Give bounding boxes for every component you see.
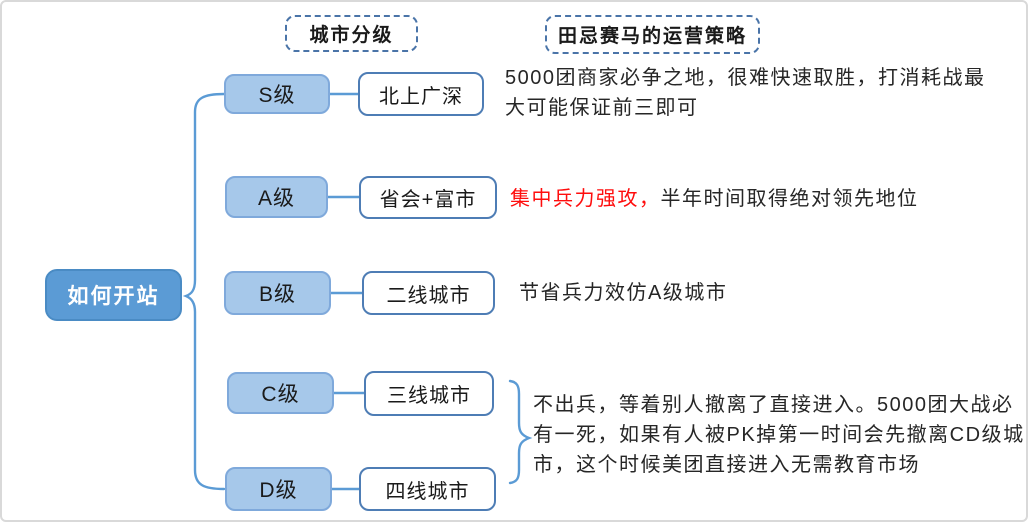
cd-brace: [508, 379, 533, 485]
tier-box-b-label: B级: [258, 283, 296, 306]
tier-box-c[interactable]: C级: [227, 372, 334, 414]
header-city-tiers[interactable]: 城市分级: [285, 15, 418, 52]
desc-cd-line2: 有一死，如果有人被PK掉第一时间会先撤离CD级城: [533, 424, 1025, 446]
root-node-label: 如何开站: [67, 285, 160, 308]
spine-line: [182, 92, 226, 491]
header-strategy[interactable]: 田忌赛马的运营策略: [545, 15, 760, 54]
city-box-s[interactable]: 北上广深: [358, 72, 484, 116]
city-box-b[interactable]: 二线城市: [362, 271, 495, 315]
city-box-a-label: 省会+富市: [379, 189, 477, 211]
desc-s-line2: 大可能保证前三即可: [505, 97, 699, 119]
city-box-s-label: 北上广深: [379, 85, 463, 108]
header-strategy-label: 田忌赛马的运营策略: [557, 26, 747, 47]
desc-cd-summary: 不出兵，等着别人撤离了直接进入。5000团大战必 有一死，如果有人被PK掉第一时…: [533, 390, 1025, 480]
desc-s: 5000团商家必争之地，很难快速取胜，打消耗战最 大可能保证前三即可: [505, 63, 986, 123]
desc-s-line1: 5000团商家必争之地，很难快速取胜，打消耗战最: [505, 67, 986, 89]
city-box-d[interactable]: 四线城市: [359, 467, 496, 511]
tier-box-d[interactable]: D级: [225, 467, 332, 511]
tier-box-d-label: D级: [259, 479, 298, 502]
tier-box-c-label: C级: [261, 383, 300, 406]
tier-box-s-label: S级: [258, 84, 296, 107]
desc-b: 节省兵力效仿A级城市: [519, 278, 727, 308]
city-box-c[interactable]: 三线城市: [364, 371, 494, 416]
desc-cd-line3: 市，这个时候美团直接进入无需教育市场: [533, 454, 920, 476]
desc-cd-line1: 不出兵，等着别人撤离了直接进入。5000团大战必: [533, 394, 1014, 416]
tier-box-a[interactable]: A级: [225, 176, 328, 218]
desc-a: 集中兵力强攻，半年时间取得绝对领先地位: [510, 184, 919, 214]
city-box-a[interactable]: 省会+富市: [359, 176, 497, 219]
header-city-tiers-label: 城市分级: [309, 25, 394, 46]
city-box-d-label: 四线城市: [385, 480, 470, 503]
tier-box-a-label: A级: [257, 187, 295, 210]
tier-box-b[interactable]: B级: [224, 271, 331, 315]
root-node[interactable]: 如何开站: [45, 269, 182, 321]
city-box-b-label: 二线城市: [386, 284, 471, 307]
desc-a-rest-text: 半年时间取得绝对领先地位: [660, 188, 919, 210]
city-box-c-label: 三线城市: [387, 385, 471, 407]
tier-box-s[interactable]: S级: [224, 74, 330, 114]
desc-b-text: 节省兵力效仿A级城市: [519, 282, 728, 304]
desc-a-red-text: 集中兵力强攻，: [510, 188, 661, 210]
